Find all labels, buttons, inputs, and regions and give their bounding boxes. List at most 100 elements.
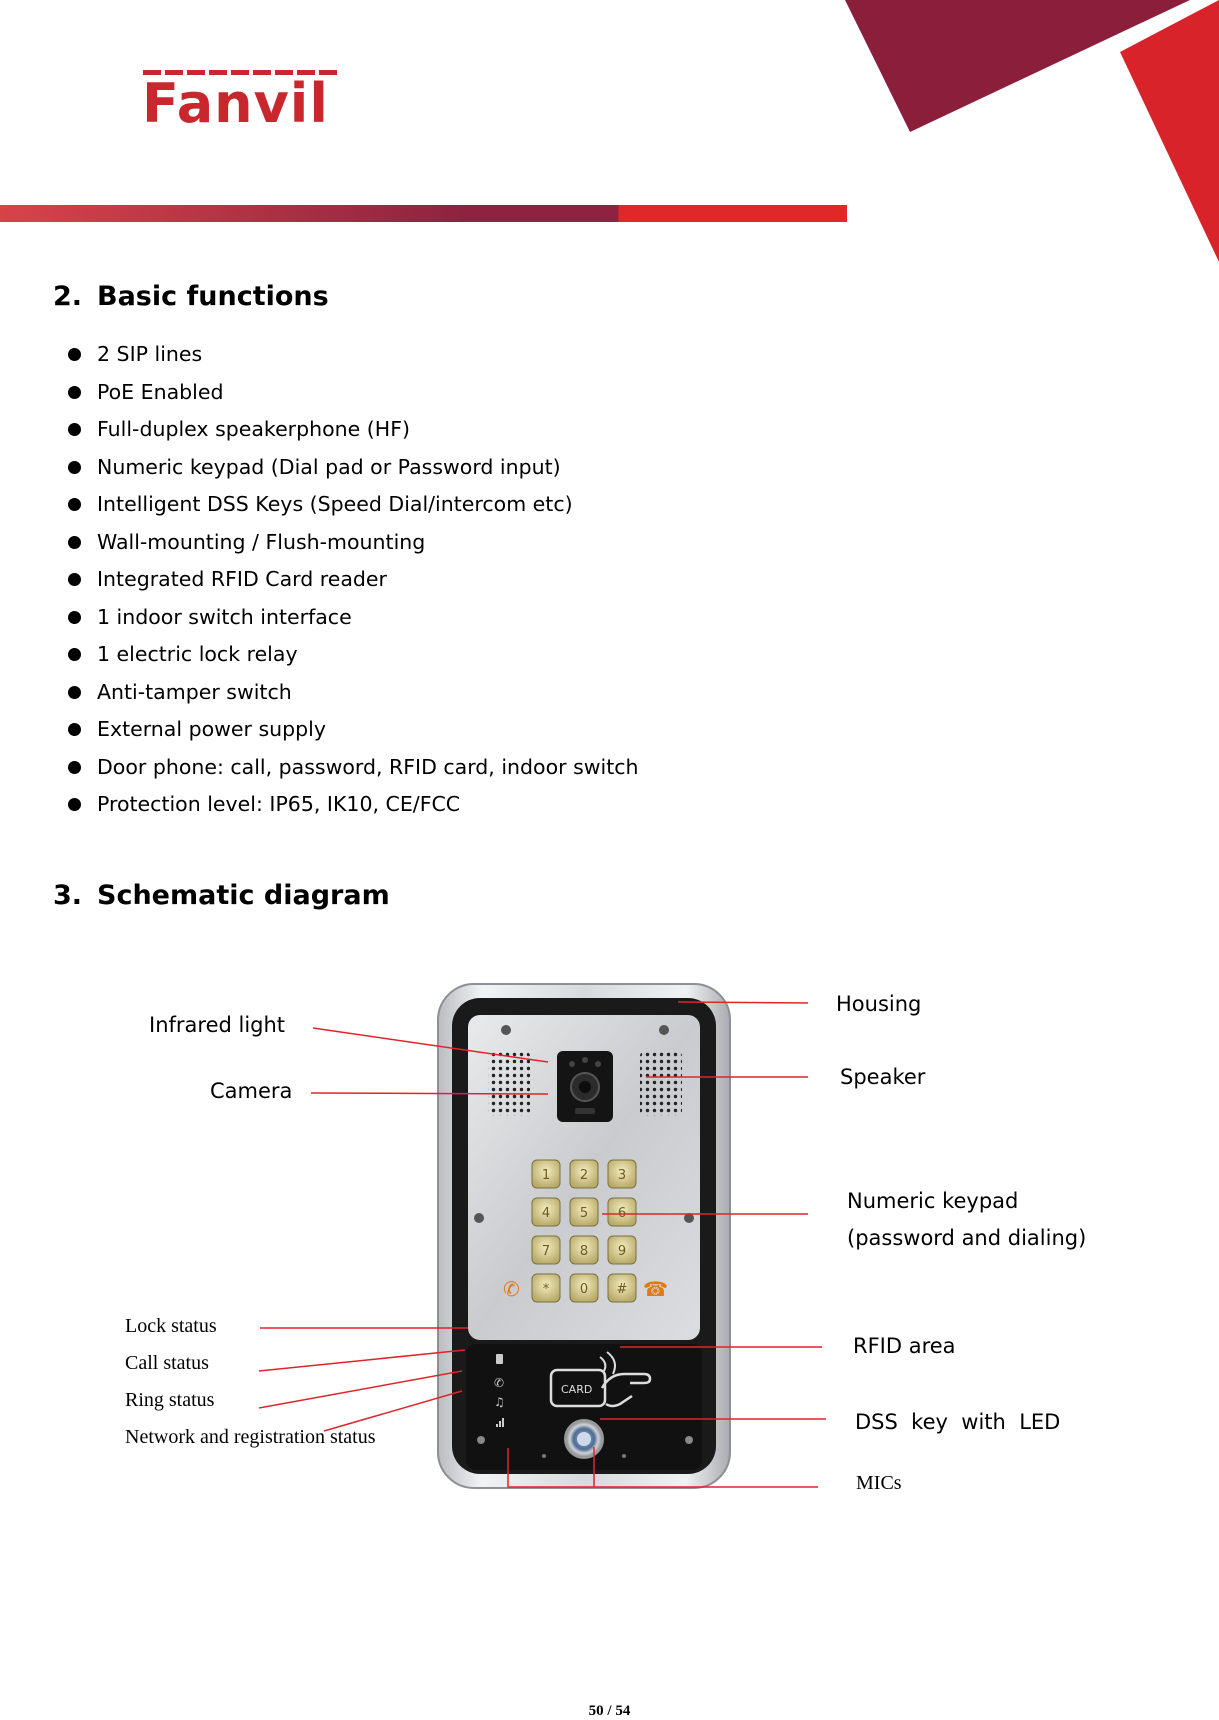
list-item: 1 electric lock relay xyxy=(68,636,639,674)
list-item: Anti-tamper switch xyxy=(68,674,639,712)
section-title: Schematic diagram xyxy=(97,880,390,911)
screw xyxy=(501,1025,511,1035)
label-call-status: Call status xyxy=(125,1352,209,1374)
section-heading-schematic: 3. Schematic diagram xyxy=(53,880,390,911)
bullet-dot xyxy=(68,573,81,587)
bullet-dot xyxy=(68,348,81,362)
ring-status-icon: ♫ xyxy=(494,1395,505,1409)
bullet-dot xyxy=(68,610,81,624)
keypad-key-label: 3 xyxy=(618,1168,626,1183)
mic-hole xyxy=(542,1454,546,1458)
bullet-dot xyxy=(68,798,81,812)
list-item: Door phone: call, password, RFID card, i… xyxy=(68,749,639,787)
keypad-key-label: 8 xyxy=(580,1244,588,1259)
fanvil-logo-mark: Fanvil xyxy=(140,62,340,135)
label-network-status: Network and registration status xyxy=(125,1426,376,1448)
label-ring-status: Ring status xyxy=(125,1389,215,1411)
fanvil-logo: Fanvil xyxy=(140,62,340,135)
screw xyxy=(685,1436,693,1444)
bullet-dot xyxy=(68,685,81,699)
keypad-key xyxy=(607,1197,637,1227)
keypad-key-label: 7 xyxy=(542,1244,550,1259)
infrared-led xyxy=(569,1061,575,1067)
keypad-key-label: 0 xyxy=(580,1282,588,1297)
screw xyxy=(474,1213,484,1223)
bullet-dot xyxy=(68,648,81,662)
bullet-dot xyxy=(68,723,81,737)
keypad-key-label: 9 xyxy=(618,1244,626,1259)
label-camera: Camera xyxy=(210,1079,293,1103)
keypad-key xyxy=(531,1273,561,1303)
call-status-icon: ✆ xyxy=(494,1376,504,1390)
list-item: Wall-mounting / Flush-mounting xyxy=(68,524,639,562)
list-item: 2 SIP lines xyxy=(68,336,639,374)
keypad-key xyxy=(569,1159,599,1189)
keypad-key xyxy=(531,1235,561,1265)
keypad-key-label: 1 xyxy=(542,1168,550,1183)
label-rfid-area: RFID area xyxy=(853,1334,956,1358)
list-item: Integrated RFID Card reader xyxy=(68,561,639,599)
screw xyxy=(477,1436,485,1444)
mic-hole xyxy=(622,1454,626,1458)
section-heading-basic: 2. Basic functions xyxy=(53,281,329,312)
list-item: PoE Enabled xyxy=(68,374,639,412)
basic-functions-list: 2 SIP lines PoE Enabled Full-duplex spea… xyxy=(68,336,639,824)
keypad-key xyxy=(569,1197,599,1227)
hangup-icon: ☎ xyxy=(643,1277,668,1301)
section-title: Basic functions xyxy=(97,281,329,312)
bullet-dot xyxy=(68,423,81,437)
label-lock-status: Lock status xyxy=(125,1315,217,1337)
label-infrared-light: Infrared light xyxy=(149,1013,286,1037)
rfid-waves xyxy=(599,1351,616,1375)
label-dss-key: DSS key with LED xyxy=(855,1410,1061,1434)
call-icon: ✆ xyxy=(503,1277,520,1301)
keypad-key-label: * xyxy=(543,1282,550,1297)
bullet-dot xyxy=(68,498,81,512)
section-number: 2. xyxy=(53,281,83,312)
leader-call xyxy=(258,1349,466,1372)
leader-mics xyxy=(507,1448,818,1488)
bullet-dot xyxy=(68,535,81,549)
page-number: 50 / 54 xyxy=(588,1703,631,1719)
list-item: Protection level: IP65, IK10, CE/FCC xyxy=(68,786,639,824)
screw xyxy=(659,1025,669,1035)
card-text: CARD xyxy=(561,1383,592,1396)
list-item: Full-duplex speakerphone (HF) xyxy=(68,411,639,449)
hand-icon xyxy=(600,1372,652,1408)
keypad-key xyxy=(531,1197,561,1227)
infrared-led xyxy=(595,1061,601,1067)
keypad-key-label: # xyxy=(617,1282,628,1297)
label-housing: Housing xyxy=(836,992,922,1016)
leader-lines xyxy=(258,1001,826,1488)
keypad-key xyxy=(607,1273,637,1303)
header-dark-red-shape xyxy=(845,0,1190,132)
header-decoration xyxy=(0,0,1219,262)
svg-text:Fanvil: Fanvil xyxy=(142,72,329,124)
keypad-key xyxy=(569,1235,599,1265)
label-keypad-line2: (password and dialing) xyxy=(847,1226,1087,1250)
leader-camera xyxy=(310,1092,549,1095)
keypad-key-label: 5 xyxy=(580,1206,588,1221)
speaker-grille-right xyxy=(640,1052,682,1116)
list-item: Intelligent DSS Keys (Speed Dial/interco… xyxy=(68,486,639,524)
speaker-grille-left xyxy=(488,1052,530,1116)
leader-ring xyxy=(258,1370,463,1409)
lock-status-icon xyxy=(496,1354,503,1364)
leader-network xyxy=(323,1390,463,1432)
card-icon xyxy=(549,1368,607,1408)
bullet-dot xyxy=(68,760,81,774)
screw xyxy=(684,1213,694,1223)
leader-housing xyxy=(677,1001,809,1004)
keypad-key xyxy=(607,1159,637,1189)
keypad-key xyxy=(607,1235,637,1265)
list-item: External power supply xyxy=(68,711,639,749)
infrared-led xyxy=(582,1057,588,1063)
label-speaker: Speaker xyxy=(840,1065,926,1089)
keypad-key xyxy=(531,1159,561,1189)
section-number: 3. xyxy=(53,880,83,911)
bullet-dot xyxy=(68,385,81,399)
keypad-key-label: 2 xyxy=(580,1168,588,1183)
